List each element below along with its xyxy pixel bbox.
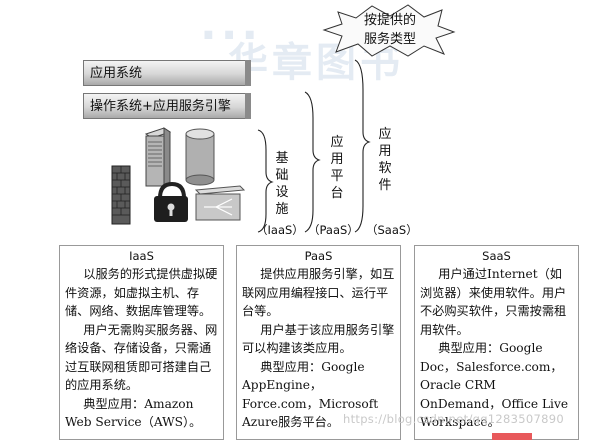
iaas-brace-label: （IaaS） — [256, 223, 304, 237]
os-engine-bar-edge — [245, 93, 251, 119]
platform-char: 平 — [330, 169, 344, 184]
watermark-line1: ... — [200, 0, 263, 50]
paas-paragraph: 典型应用：Google AppEngine，Force.com，Microsof… — [242, 359, 379, 430]
platform-char: 台 — [330, 186, 344, 201]
platform-brace — [304, 91, 321, 233]
infra-brace — [257, 129, 274, 233]
iaas-paragraph: 典型应用：Amazon Web Service（AWS）。 — [65, 396, 202, 430]
app-system-bar: 应用系统 — [83, 60, 251, 86]
cloud-shape — [322, 4, 456, 57]
saas-paragraph: 典型应用：Google Doc，Salesforce.com，Oracle CR… — [420, 341, 569, 429]
iaas-description-box: IaaS 以服务的形式提供虚拟硬件资源，如虚拟主机、存储、网络、数据库管理等。 … — [59, 245, 224, 440]
red-corner-mark — [492, 433, 532, 440]
infrastructure-vertical-label: 基 础 设 施 — [274, 150, 290, 218]
platform-char: 用 — [330, 152, 344, 167]
paas-paragraph: 提供应用服务引擎，如互联网应用编程接口、运行平台等。 — [242, 267, 395, 318]
infra-char: 施 — [275, 202, 289, 217]
software-char: 应 — [378, 127, 392, 142]
saas-paragraph: 用户通过Internet（如浏览器）来使用软件。用户不必购买软件，只需按需租用软… — [420, 267, 567, 337]
service-type-label: 按提供的 服务类型 — [345, 11, 435, 49]
saas-description-box: SaaS 用户通过Internet（如浏览器）来使用软件。用户不必购买软件，只需… — [414, 245, 579, 440]
firewall-icon — [111, 165, 131, 225]
infrastructure-icons — [111, 127, 246, 225]
server-icon — [144, 127, 172, 187]
saas-brace-label: （SaaS） — [366, 223, 418, 237]
service-type-line2: 服务类型 — [363, 32, 416, 47]
paas-brace-label: （PaaS） — [308, 223, 359, 237]
saas-box-title: SaaS — [482, 249, 511, 263]
database-icon — [185, 128, 215, 186]
paas-box-title: PaaS — [304, 249, 333, 263]
paas-paragraph: 用户基于该应用服务引擎可以构建该类应用。 — [242, 322, 395, 356]
lock-icon — [154, 181, 188, 222]
os-engine-bar: 操作系统+应用服务引擎 — [83, 93, 251, 119]
iaas-paragraph: 用户无需购买服务器、网络设备、存储设备，只需通过互联网租赁即可搭建自己的应用系统… — [65, 322, 218, 393]
software-vertical-label: 应 用 软 件 — [377, 126, 393, 194]
paas-description-box: PaaS 提供应用服务引擎，如互联网应用编程接口、运行平台等。 用户基于该应用服… — [236, 245, 401, 440]
platform-vertical-label: 应 用 平 台 — [329, 134, 345, 202]
app-system-bar-edge — [245, 60, 251, 86]
infra-char: 设 — [275, 185, 289, 200]
software-char: 件 — [378, 178, 392, 193]
service-type-line1: 按提供的 — [363, 13, 416, 28]
software-char: 软 — [378, 161, 392, 176]
iaas-paragraph: 以服务的形式提供虚拟硬件资源，如虚拟主机、存储、网络、数据库管理等。 — [65, 267, 218, 318]
iaas-box-title: IaaS — [129, 249, 154, 263]
infra-char: 础 — [275, 168, 289, 183]
network-switch-icon — [194, 185, 246, 221]
source-url-watermark: https://blog.csdn.net/qq1283507890 — [343, 412, 564, 426]
infra-char: 基 — [275, 151, 289, 166]
platform-char: 应 — [330, 135, 344, 150]
software-char: 用 — [378, 144, 392, 159]
